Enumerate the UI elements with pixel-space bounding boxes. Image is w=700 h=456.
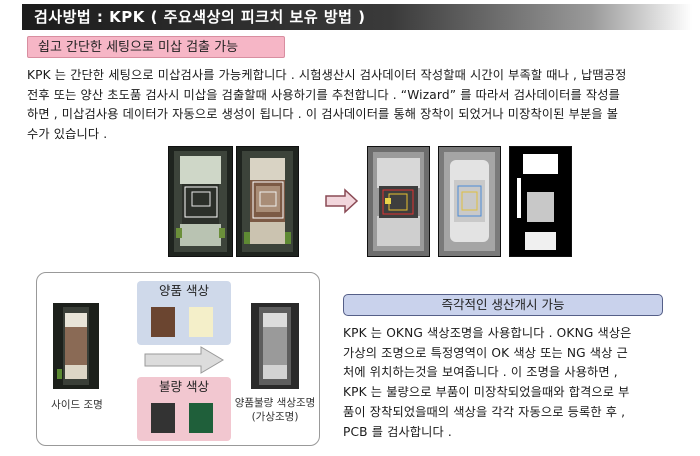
processed-image-1 [366,145,431,258]
component-photo-2-svg [235,145,300,258]
binary-mask-image-svg [508,145,573,258]
side-light-caption: 사이드 조명 [51,399,103,411]
good-swatch-brown [151,307,175,337]
paragraph-line: KPK 는 OKNG 색상조명을 사용합니다 . OKNG 색상은 [343,326,632,340]
bad-color-label: 불량 색상 [159,379,209,394]
paragraph-line: KPK 는 불량으로 부품이 미장착되었을때와 합격으로 부 [343,385,630,400]
page-title: 검사방법 : KPK ( 주요색상의 피크치 보유 방법 ) [22,4,692,30]
right-arrow-icon [143,345,225,375]
panel-arrow-svg [144,346,224,374]
virtual-light-photo [251,303,299,389]
processed-image-2 [437,145,502,258]
section2-heading: 즉각적인 생산개시 가능 [343,294,663,316]
side-light-photo [53,303,99,389]
paragraph-line: PCB 를 검사합니다 . [343,424,452,439]
processed-image-2-svg [437,145,502,258]
binary-mask-image [508,145,573,258]
color-explanation-panel: 사이드 조명 양품 색상 불량 색상 양품불량 색상조명 (가상조명) [36,272,320,446]
bad-swatch-black [151,403,175,433]
right-arrow-icon [325,188,359,214]
virtual-light-caption-2: (가상조명) [251,411,299,423]
section1-heading: 쉽고 간단한 세팅으로 미삽 검출 가능 [27,36,285,58]
paragraph-line: 가상의 조명으로 특정영역이 OK 색상 또는 NG 색상 근 [343,345,628,360]
component-photo-2 [235,145,300,258]
good-color-label: 양품 색상 [159,283,209,298]
good-color-box: 양품 색상 [137,281,231,345]
processed-image-1-svg [366,145,431,258]
virtual-light-caption-1: 양품불량 색상조명 [234,397,316,409]
bad-color-box: 불량 색상 [137,377,231,441]
virtual-light-photo-svg [251,303,299,389]
paragraph-line: 처에 위치하는것을 보여줍니다 . 이 조명을 사용하면 , [343,365,618,380]
right-arrow-icon-svg [325,188,359,214]
paragraph-line: 품이 장착되었을때의 색상을 각각 자동으로 등록한 후 , [343,404,626,419]
good-swatch-cream [189,307,213,337]
component-photo-1 [167,145,234,258]
paragraph-line: 전후 또는 양산 초도품 검사시 미삽을 검출할때 사용하기를 추천합니다 . … [27,87,620,102]
paragraph-line: KPK 는 간단한 세팅으로 미삽검사를 가능케합니다 . 시험생산시 검사데이… [27,68,627,82]
component-photo-1-svg [167,145,234,258]
bad-swatch-green [189,403,213,433]
paragraph-line: 하면 , 미삽검사용 데이터가 자동으로 생성이 됩니다 . 이 검사데이터를 … [27,107,619,121]
section1-paragraph: KPK 는 간단한 세팅으로 미삽검사를 가능케합니다 . 시험생산시 검사데이… [27,66,675,144]
paragraph-line: 수가 있습니다 . [27,126,108,141]
side-light-photo-svg [53,303,99,389]
section2-paragraph: KPK 는 OKNG 색상조명을 사용합니다 . OKNG 색상은 가상의 조명… [343,324,669,442]
